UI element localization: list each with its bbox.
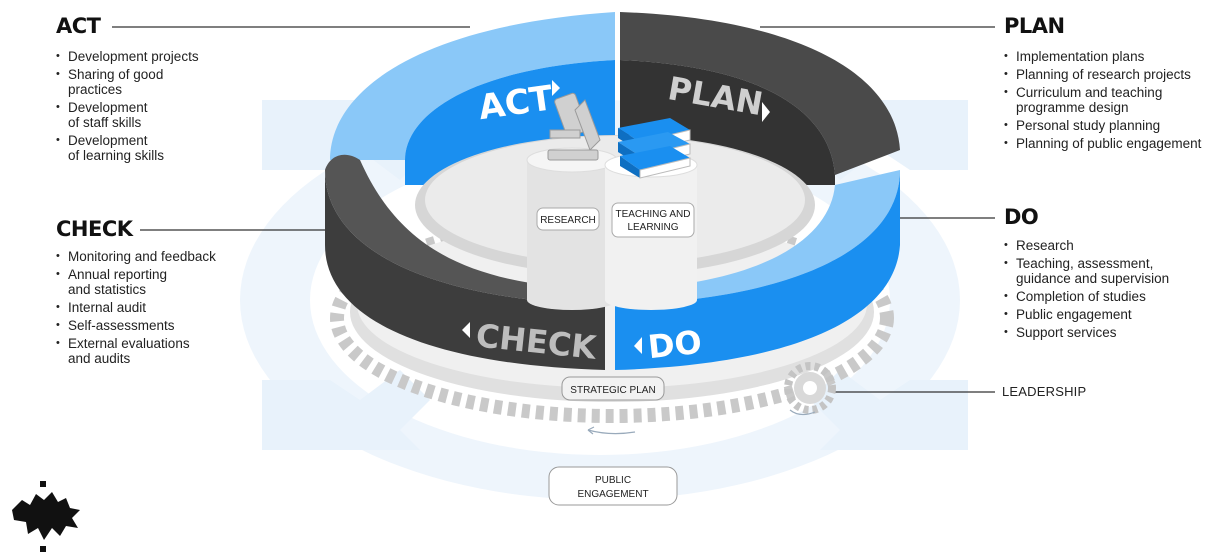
plan-item: Planning of research projects <box>1004 67 1201 82</box>
plan-item: Personal study planning <box>1004 118 1201 133</box>
check-list: Monitoring and feedbackAnnual reportinga… <box>56 249 216 369</box>
ring-arrow-marks <box>462 80 770 354</box>
leader-lines <box>112 26 995 393</box>
do-item: Research <box>1004 238 1169 253</box>
gear-icon <box>784 362 836 414</box>
public-engagement-box <box>548 466 678 506</box>
microscope-icon <box>547 92 601 161</box>
ring-segment-act <box>330 12 615 160</box>
plan-list: Implementation plansPlanning of research… <box>1004 49 1201 154</box>
do-heading: DO <box>1004 205 1039 229</box>
strategic-plan-box <box>561 376 665 401</box>
center-cylinders <box>526 147 698 310</box>
act-heading: ACT <box>56 14 101 38</box>
do-item: Public engagement <box>1004 307 1169 322</box>
label-research: RESEARCH <box>540 215 596 226</box>
act-item: Development projects <box>56 49 199 64</box>
act-list: Development projectsSharing of goodpract… <box>56 49 199 166</box>
check-item: Internal audit <box>56 300 216 315</box>
label-teaching-line1: TEACHING AND <box>615 209 690 220</box>
books-icon <box>618 118 691 179</box>
do-list: ResearchTeaching, assessment,guidance an… <box>1004 238 1169 343</box>
rotation-arrows <box>587 409 816 435</box>
ring-label-do: DO <box>646 323 703 366</box>
plan-item: Implementation plans <box>1004 49 1201 64</box>
plan-item: Planning of public engagement <box>1004 136 1201 151</box>
check-item: Monitoring and feedback <box>56 249 216 264</box>
label-public-line1: PUBLIC <box>595 475 631 486</box>
label-public-line2: ENGAGEMENT <box>577 489 648 500</box>
university-logo <box>12 481 80 552</box>
do-item: Support services <box>1004 325 1169 340</box>
plan-heading: PLAN <box>1004 14 1065 38</box>
do-item: Completion of studies <box>1004 289 1169 304</box>
ring-segment-plan <box>620 12 900 175</box>
ring-segment-check <box>325 170 605 370</box>
label-strategic-plan: STRATEGIC PLAN <box>570 385 655 396</box>
check-item: Self-assessments <box>56 318 216 333</box>
label-leadership: LEADERSHIP <box>1002 384 1087 399</box>
label-teaching-line2: LEARNING <box>627 222 678 233</box>
do-item: Teaching, assessment,guidance and superv… <box>1004 256 1169 286</box>
check-heading: CHECK <box>56 217 133 241</box>
